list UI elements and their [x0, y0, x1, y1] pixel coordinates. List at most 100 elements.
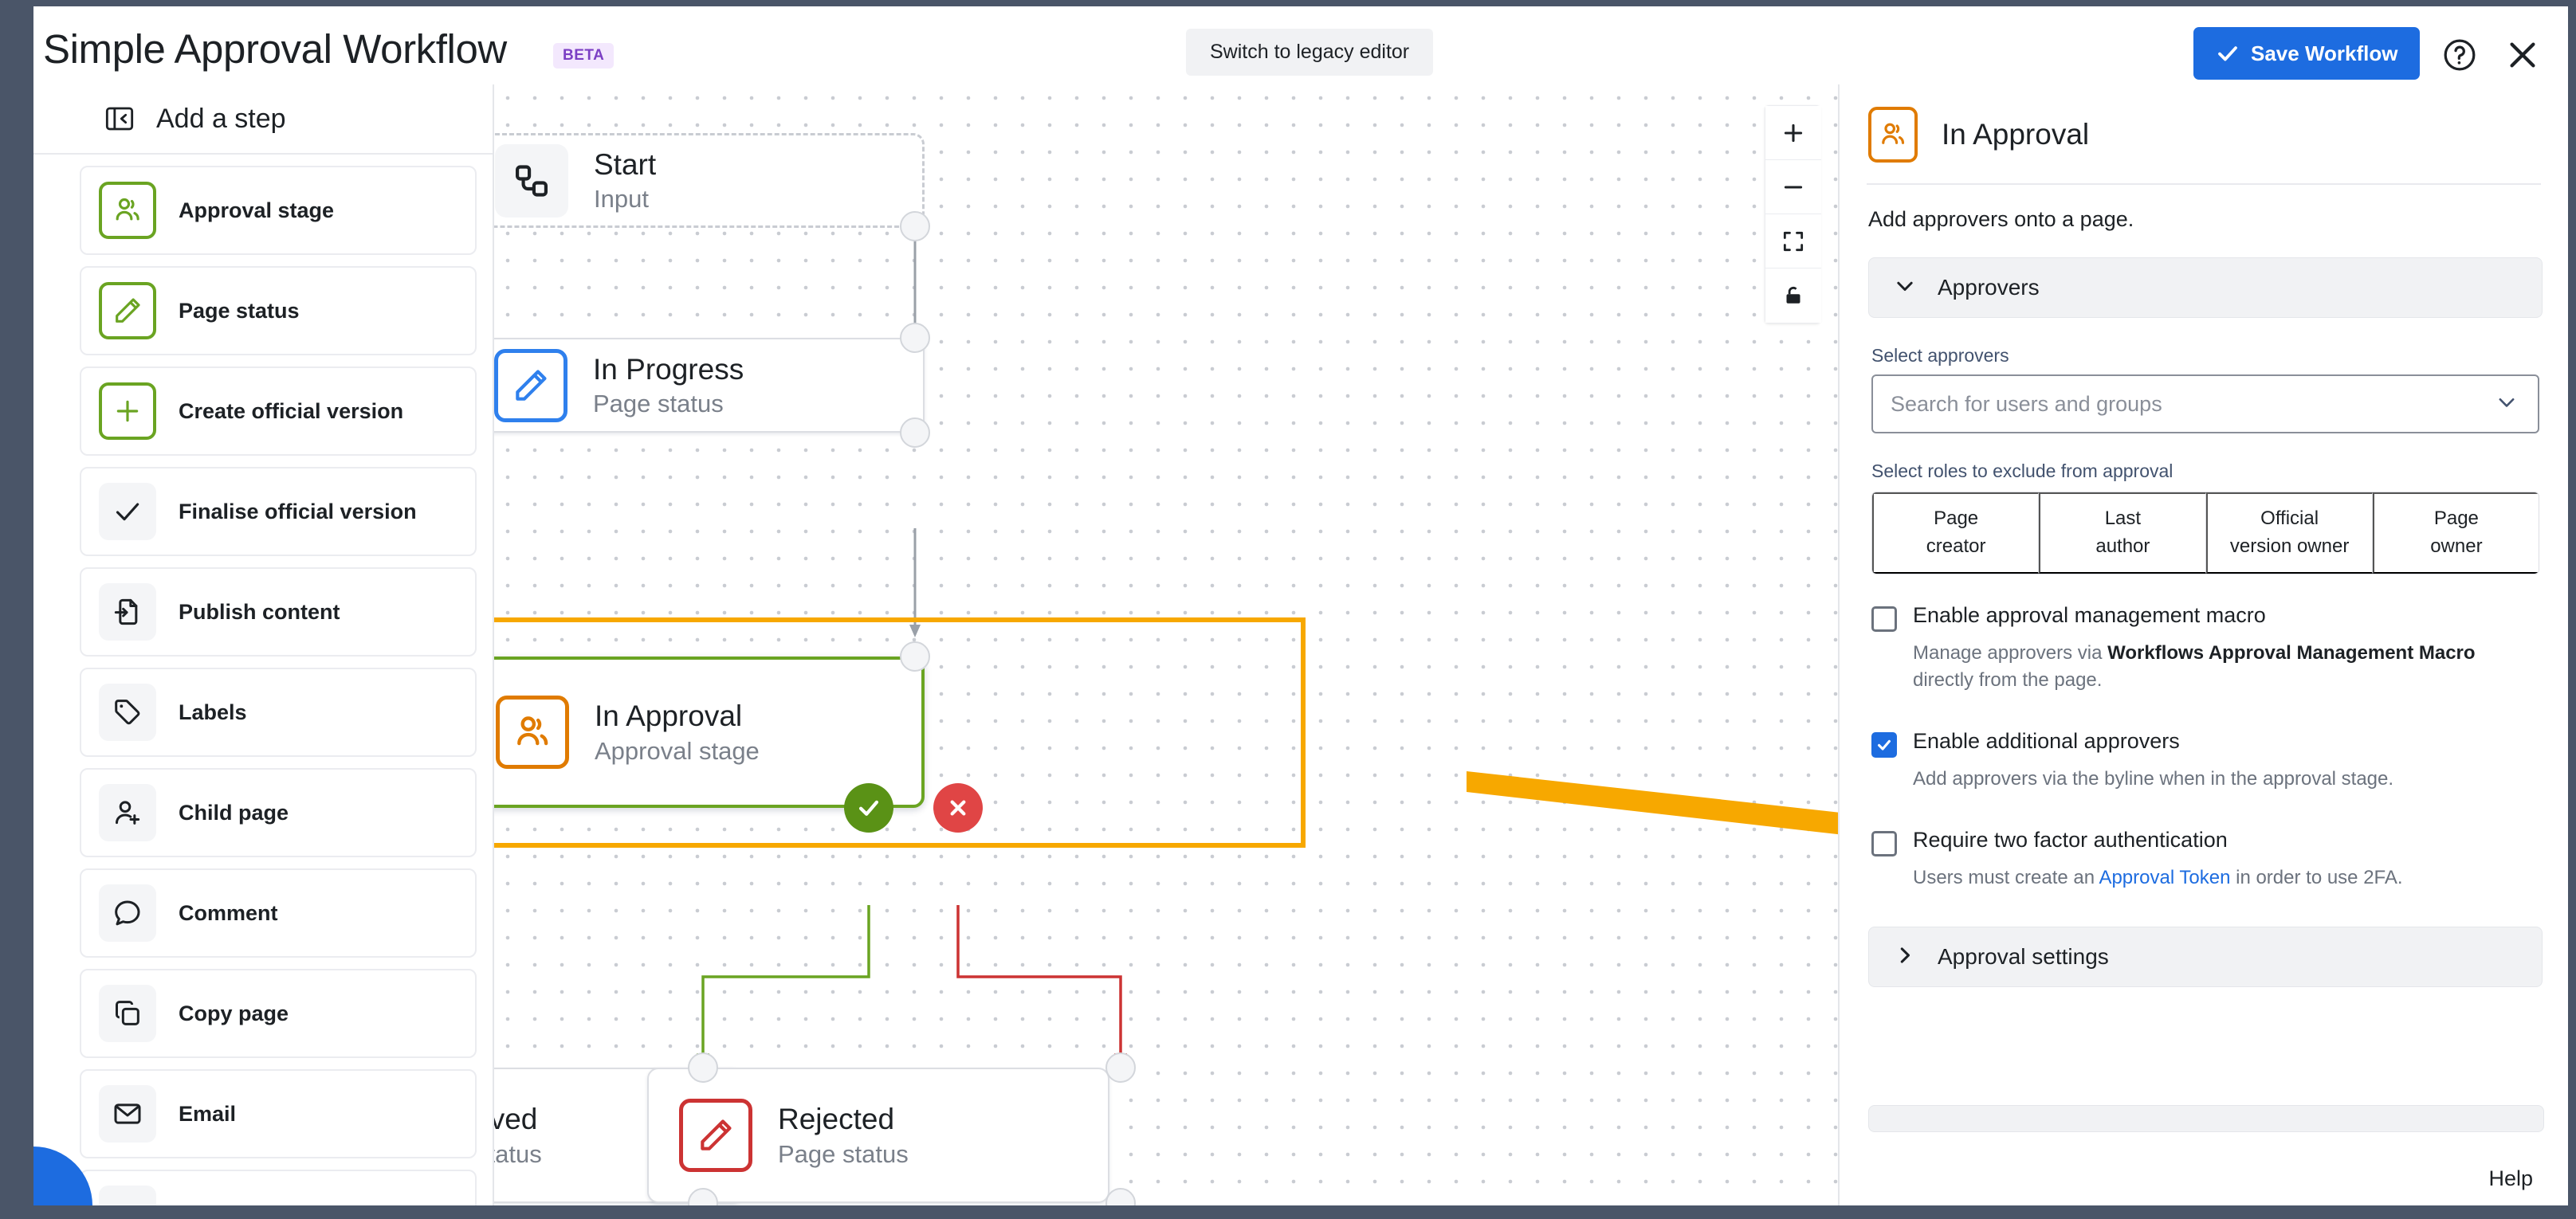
checkbox-row-additional-approvers[interactable]: Enable additional approvers [1871, 729, 2568, 758]
approval-token-link[interactable]: Approval Token [2099, 867, 2231, 889]
node-text-block: Rejected Page status [778, 1100, 909, 1170]
chevron-down-icon [1893, 274, 1917, 302]
sidebar-item-label: Labels [179, 700, 247, 724]
sidebar-item-approval-stage[interactable]: Approval stage [80, 166, 477, 255]
node-subtitle: Page status [593, 390, 724, 418]
exclude-roles-button-group: Page creator Last author Official versio… [1871, 492, 2539, 574]
node-text-block: In Progress Page status [593, 351, 744, 421]
node-title: In Progress [593, 352, 744, 386]
sidebar-item-finalise-official-version[interactable]: Finalise official version [80, 467, 477, 556]
select-approvers-label: Select approvers [1871, 345, 2009, 366]
sidebar-item-label: Approval stage [179, 198, 335, 222]
select-approvers-input[interactable]: Search for users and groups [1871, 374, 2539, 433]
panel-help-link[interactable]: Help [2488, 1166, 2533, 1190]
node-port-start-out[interactable] [900, 211, 930, 241]
role-line-1: Last [2104, 508, 2142, 530]
canvas-node-rejected[interactable]: Rejected Page status [647, 1068, 1109, 1203]
sidebar-item-create-official-version[interactable]: Create official version [80, 366, 477, 456]
sidebar-item-comment[interactable]: Comment [80, 868, 477, 958]
sidebar-item-label: Page status [179, 298, 300, 323]
role-option-official-version-owner[interactable]: Official version owner [2205, 492, 2373, 574]
checkbox-row-approval-management-macro[interactable]: Enable approval management macro [1871, 603, 2568, 632]
in-approval-highlight-box [494, 617, 1306, 848]
sidebar-item-label: Publish content [179, 599, 340, 624]
sidebar-item-page-status[interactable]: Page status [80, 266, 477, 355]
role-line-2: author [2095, 535, 2150, 557]
canvas-zoom-toolbar [1765, 105, 1821, 323]
panel-collapse-icon[interactable] [104, 103, 135, 135]
check-icon [99, 483, 156, 540]
role-line-2: owner [2430, 535, 2483, 557]
canvas-node-start[interactable]: Start Input [494, 133, 925, 228]
checkbox-help-approval-management-macro: Manage approvers via Workflows Approval … [1913, 640, 2535, 694]
zoom-in-button[interactable] [1765, 106, 1821, 160]
reject-branch-badge[interactable] [933, 783, 983, 833]
canvas-node-in-approval[interactable]: In Approval Approval stage [494, 657, 925, 808]
sidebar-item-child-page[interactable]: Child page [80, 768, 477, 857]
envelope-icon [99, 1085, 156, 1143]
help-text-bold: Workflows Approval Management Macro [2107, 642, 2476, 664]
chevron-down-icon [2495, 390, 2519, 418]
role-line-1: Page [1934, 508, 1979, 530]
annotation-arrow-icon [1467, 771, 1838, 835]
help-text-pre: Manage approvers via [1913, 642, 2108, 664]
copy-pages-icon [99, 985, 156, 1042]
sidebar-item-labels[interactable]: Labels [80, 668, 477, 757]
checkbox-two-factor-authentication[interactable] [1871, 831, 1897, 857]
approvers-accordion-header[interactable]: Approvers [1868, 257, 2543, 318]
checkbox-row-two-factor-authentication[interactable]: Require two factor authentication [1871, 828, 2568, 857]
workflow-editor-window: Simple Approval Workflow BETA Switch to … [33, 6, 2568, 1205]
workflow-canvas[interactable]: Start Input In Progress Page status In A… [494, 84, 1838, 1205]
approval-settings-accordion-label: Approval settings [1938, 944, 2109, 970]
check-icon [2216, 41, 2240, 65]
question-circle-icon[interactable] [2441, 37, 2478, 73]
checkbox-approval-management-macro[interactable] [1871, 606, 1897, 632]
node-subtitle: Input [594, 185, 649, 214]
switch-to-legacy-editor-button[interactable]: Switch to legacy editor [1186, 29, 1434, 76]
step-config-panel: In Approval Add approvers onto a page. A… [1838, 84, 2568, 1205]
role-option-page-creator[interactable]: Page creator [1872, 492, 2040, 574]
close-icon[interactable] [2504, 37, 2541, 73]
node-subtitle: Page status [494, 1139, 542, 1168]
approve-branch-badge[interactable] [844, 783, 893, 833]
approvers-group-icon [496, 696, 569, 769]
checkbox-additional-approvers[interactable] [1871, 732, 1897, 758]
checkbox-label: Require two factor authentication [1913, 828, 2228, 853]
checkbox-help-additional-approvers: Add approvers via the byline when in the… [1913, 768, 2394, 790]
node-port-in-progress-out[interactable] [900, 417, 930, 448]
sidebar-item-email[interactable]: Email [80, 1069, 477, 1158]
lock-icon[interactable] [1765, 268, 1821, 323]
sidebar-item-publish-content[interactable]: Publish content [80, 567, 477, 657]
beta-badge: BETA [553, 43, 615, 69]
approval-settings-accordion-header[interactable]: Approval settings [1868, 927, 2543, 988]
panel-description: Add approvers onto a page. [1868, 207, 2134, 231]
help-text-post: in order to use 2FA. [2230, 867, 2403, 889]
node-port-in-approval-in[interactable] [900, 641, 930, 672]
panel-next-accordion-stub[interactable] [1868, 1105, 2544, 1132]
role-option-last-author[interactable]: Last author [2039, 492, 2206, 574]
role-option-page-owner[interactable]: Page owner [2372, 492, 2539, 574]
node-title: Approved [494, 1103, 538, 1136]
step-list: Approval stage Page status Create offici… [33, 155, 493, 1205]
node-text-block: Start Input [594, 146, 656, 216]
fit-screen-icon[interactable] [1765, 214, 1821, 268]
select-approvers-placeholder: Search for users and groups [1891, 391, 2162, 416]
role-line-2: version owner [2229, 535, 2350, 557]
role-line-1: Page [2433, 508, 2479, 530]
sidebar-item-label: Child page [179, 800, 289, 825]
pencil-icon [679, 1099, 752, 1172]
sidebar-item-copy-page[interactable]: Copy page [80, 969, 477, 1058]
node-port-rejected-in[interactable] [1105, 1052, 1136, 1083]
node-text-block: Approved Page status [494, 1100, 542, 1170]
node-subtitle: Approval stage [595, 736, 760, 765]
node-port-in-progress-in[interactable] [900, 323, 930, 353]
exclude-roles-label: Select roles to exclude from approval [1871, 461, 2174, 481]
sidebar-item-label: Email [179, 1101, 237, 1126]
save-workflow-button[interactable]: Save Workflow [2193, 27, 2421, 80]
node-port-approved-in[interactable] [688, 1052, 718, 1083]
sidebar-item-label: Finalise official version [179, 499, 417, 523]
sidebar-item-partial[interactable] [80, 1170, 477, 1205]
zoom-out-button[interactable] [1765, 160, 1821, 214]
canvas-node-in-progress[interactable]: In Progress Page status [494, 338, 925, 433]
